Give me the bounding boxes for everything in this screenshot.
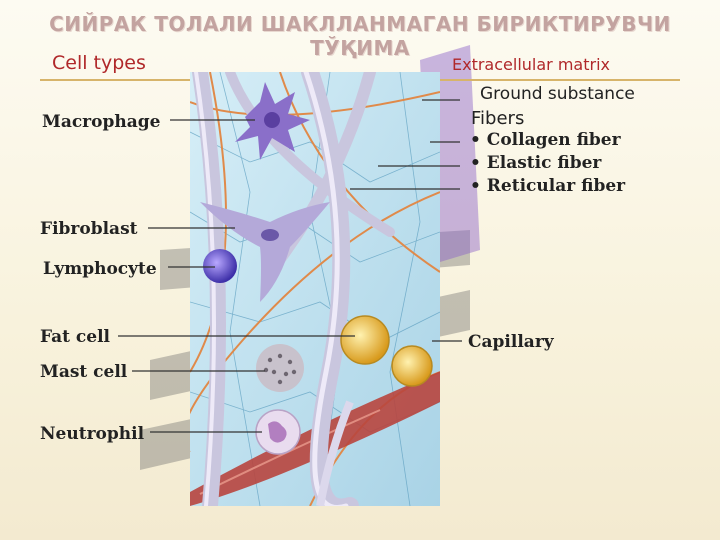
label-fibroblast: Fibroblast (40, 219, 138, 239)
label-reticular-fiber: • Reticular fiber (470, 176, 626, 196)
label-lymphocyte: Lymphocyte (43, 259, 157, 279)
lymphocyte-cell (203, 249, 237, 283)
label-neutrophil: Neutrophil (40, 424, 145, 444)
label-fat-cell: Fat cell (40, 327, 111, 347)
label-capillary: Capillary (468, 332, 554, 352)
fibroblast-cell (200, 202, 330, 302)
label-macrophage: Macrophage (42, 112, 161, 132)
fat-cell (340, 315, 390, 365)
connective-tissue-illustration (190, 72, 440, 506)
label-fibers: Fibers (471, 108, 525, 129)
mast-cell (256, 344, 304, 392)
label-elastic-fiber: • Elastic fiber (470, 153, 602, 173)
page-title: СИЙРАК ТОЛАЛИ ШАКЛЛАНМАГАН БИРИКТИРУВЧИ … (49, 12, 671, 60)
label-mast-cell: Mast cell (40, 362, 128, 382)
label-collagen-fiber: • Collagen fiber (470, 130, 621, 150)
cell-types-heading: Cell types (52, 52, 146, 74)
extracellular-matrix-heading: Extracellular matrix (452, 55, 610, 74)
label-ground-substance: Ground substance (480, 84, 635, 104)
